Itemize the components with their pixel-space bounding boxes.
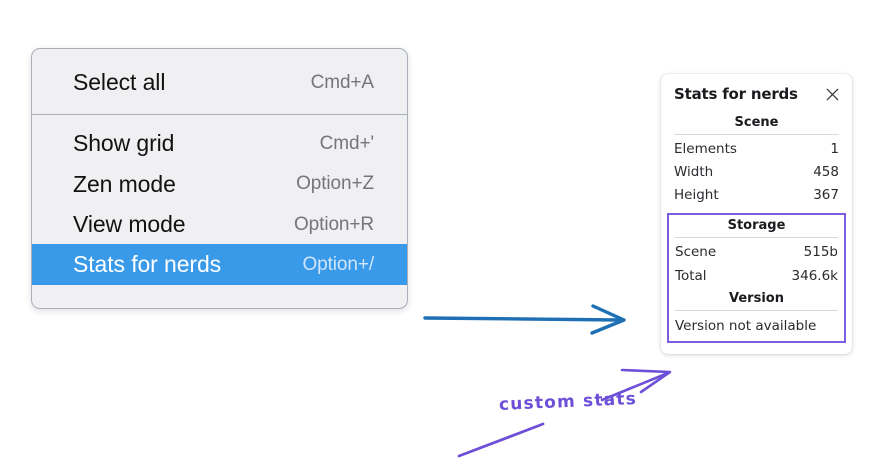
stats-row-height: Height 367 <box>674 184 839 207</box>
menu-section-selection: Select all Cmd+A <box>32 49 407 114</box>
section-rule <box>674 134 839 135</box>
menu-item-shortcut: Cmd+A <box>310 71 374 93</box>
section-heading-scene: Scene <box>734 115 779 130</box>
stats-section-storage: Storage Scene 515b Total 346.6k <box>675 215 838 287</box>
menu-item-view-mode[interactable]: View mode Option+R <box>32 204 407 244</box>
menu-item-shortcut: Option+Z <box>296 173 374 195</box>
menu-item-shortcut: Option+/ <box>302 254 374 276</box>
stats-row-key: Scene <box>675 244 717 261</box>
stats-row-key: Height <box>674 187 719 204</box>
menu-section-view: Show grid Cmd+' Zen mode Option+Z View m… <box>32 115 407 307</box>
stats-panel-title: Stats for nerds <box>674 85 798 103</box>
menu-item-label: Stats for nerds <box>73 251 222 278</box>
stats-panel-body: Scene Elements 1 Width 458 Height 367 St… <box>661 112 852 343</box>
section-rule <box>675 309 838 311</box>
menu-item-show-grid[interactable]: Show grid Cmd+' <box>32 123 407 163</box>
section-heading-version: Version <box>729 290 784 306</box>
stats-row-value: 1 <box>830 141 839 157</box>
close-icon[interactable] <box>824 86 841 103</box>
menu-item-label: Select all <box>73 69 166 95</box>
canvas-context-menu[interactable]: Select all Cmd+A Show grid Cmd+' Zen mod… <box>31 48 408 309</box>
version-not-available-text: Version not available <box>675 317 817 334</box>
menu-item-shortcut: Cmd+' <box>319 133 374 154</box>
menu-item-label: View mode <box>73 211 186 238</box>
custom-stats-highlight-box: Storage Scene 515b Total 346.6k Version … <box>667 213 846 343</box>
stats-section-scene: Scene Elements 1 Width 458 Height 367 <box>674 112 839 207</box>
stats-row-width: Width 458 <box>674 161 839 184</box>
section-heading-storage: Storage <box>727 218 786 234</box>
custom-stats-annotation-label: custom stats <box>498 388 638 415</box>
menu-item-zen-mode[interactable]: Zen mode Option+Z <box>32 164 407 204</box>
stats-for-nerds-panel: Stats for nerds Scene Elements 1 Width 4… <box>661 74 852 354</box>
purple-underline-stroke <box>457 422 545 458</box>
stats-row-value: 515b <box>803 244 838 261</box>
stats-row-value: 346.6k <box>791 267 838 284</box>
stats-row-elements: Elements 1 <box>674 138 839 161</box>
stats-section-version: Version Version not available <box>675 288 838 337</box>
stats-row-key: Total <box>675 267 707 284</box>
menu-item-shortcut: Option+R <box>294 213 374 235</box>
blue-arrow-to-stats-panel <box>423 304 626 335</box>
stats-row-storage-scene: Scene 515b <box>675 241 838 264</box>
section-rule <box>675 237 838 239</box>
menu-divider <box>32 114 407 116</box>
menu-item-label: Zen mode <box>73 170 176 197</box>
menu-item-stats-for-nerds[interactable]: Stats for nerds Option+/ <box>32 244 407 285</box>
menu-item-label: Show grid <box>73 130 175 157</box>
stats-row-key: Width <box>674 164 714 181</box>
stats-row-key: Elements <box>674 141 737 157</box>
stats-panel-header: Stats for nerds <box>661 85 852 103</box>
stats-row-value: 367 <box>813 187 839 204</box>
stats-row-storage-total: Total 346.6k <box>675 265 838 288</box>
stats-row-value: 458 <box>813 164 839 181</box>
menu-item-select-all[interactable]: Select all Cmd+A <box>32 62 407 102</box>
